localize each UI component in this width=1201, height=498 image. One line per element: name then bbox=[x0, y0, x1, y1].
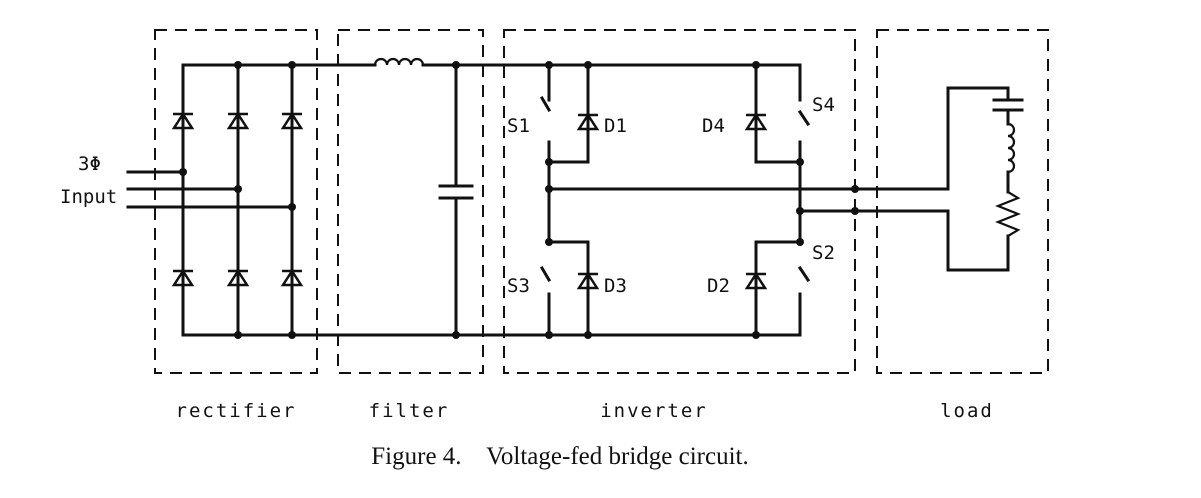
label-s1: S1 bbox=[507, 115, 530, 137]
inductor-icon bbox=[373, 57, 425, 66]
label-s2: S2 bbox=[812, 242, 835, 264]
load-circuit bbox=[946, 86, 1024, 272]
resistor-icon bbox=[995, 191, 1021, 237]
label-d3: D3 bbox=[604, 275, 627, 297]
input-label-input: Input bbox=[60, 186, 117, 208]
switch-s2-icon bbox=[797, 265, 811, 283]
figure-caption: Figure 4. Voltage-fed bridge circuit. bbox=[371, 443, 748, 470]
label-d2: D2 bbox=[707, 275, 730, 297]
label-s4: S4 bbox=[812, 94, 835, 116]
section-label-inverter: inverter bbox=[600, 400, 708, 422]
load-inductor-icon bbox=[1007, 122, 1016, 174]
section-label-load: load bbox=[940, 400, 994, 422]
rectifier-box bbox=[154, 29, 318, 374]
label-d1: D1 bbox=[604, 115, 627, 137]
section-label-filter: filter bbox=[369, 400, 450, 422]
section-label-rectifier: rectifier bbox=[176, 400, 297, 422]
label-s3: S3 bbox=[507, 275, 530, 297]
switch-s4-icon bbox=[797, 109, 811, 127]
input-label-phase: 3Φ bbox=[78, 153, 101, 175]
switch-s3-icon bbox=[539, 265, 552, 283]
label-d4: D4 bbox=[702, 115, 725, 137]
filter-box bbox=[337, 29, 484, 374]
filter-circuit bbox=[373, 57, 802, 339]
inverter-box bbox=[503, 29, 856, 374]
inverter-circuit bbox=[539, 61, 950, 339]
rectifier-bridge bbox=[171, 61, 802, 339]
switch-s1-icon bbox=[539, 95, 552, 113]
three-phase-input bbox=[126, 168, 296, 211]
load-box bbox=[876, 29, 1049, 374]
